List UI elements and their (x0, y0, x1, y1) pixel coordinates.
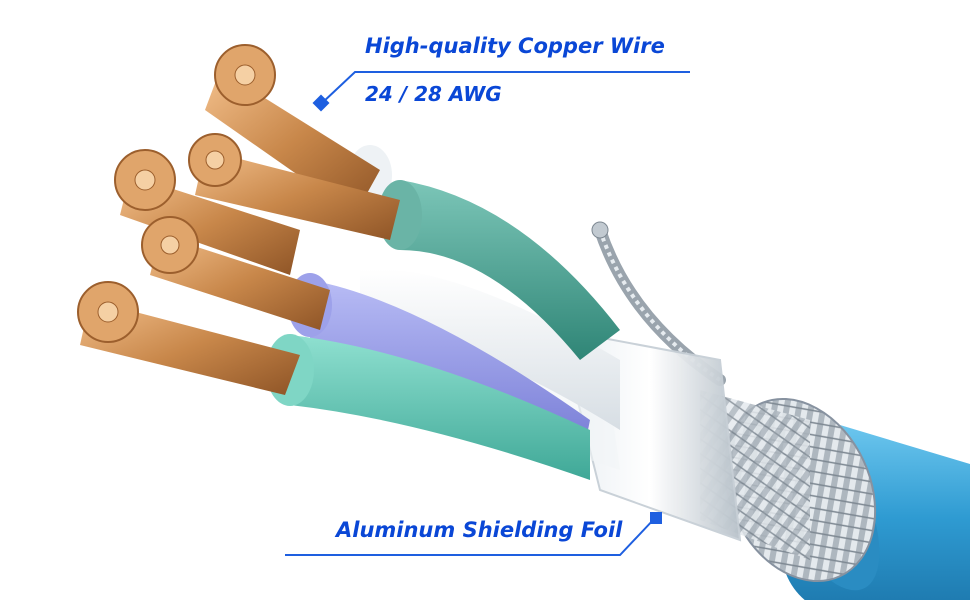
copper-strand-upper (188, 133, 400, 240)
copper-wire-gauge: 24 / 28 AWG (365, 82, 502, 106)
copper-wire-title: High-quality Copper Wire (365, 34, 665, 58)
copper-strand-bottom (77, 281, 300, 395)
callout-line-foil (285, 512, 662, 556)
copper-strand-top (205, 44, 380, 215)
copper-strand-left (114, 149, 300, 275)
copper-strand-middle (141, 216, 330, 330)
callout-line-copper (312, 71, 690, 112)
copper-conductors (77, 44, 400, 395)
shielding-foil-title: Aluminum Shielding Foil (336, 518, 623, 542)
